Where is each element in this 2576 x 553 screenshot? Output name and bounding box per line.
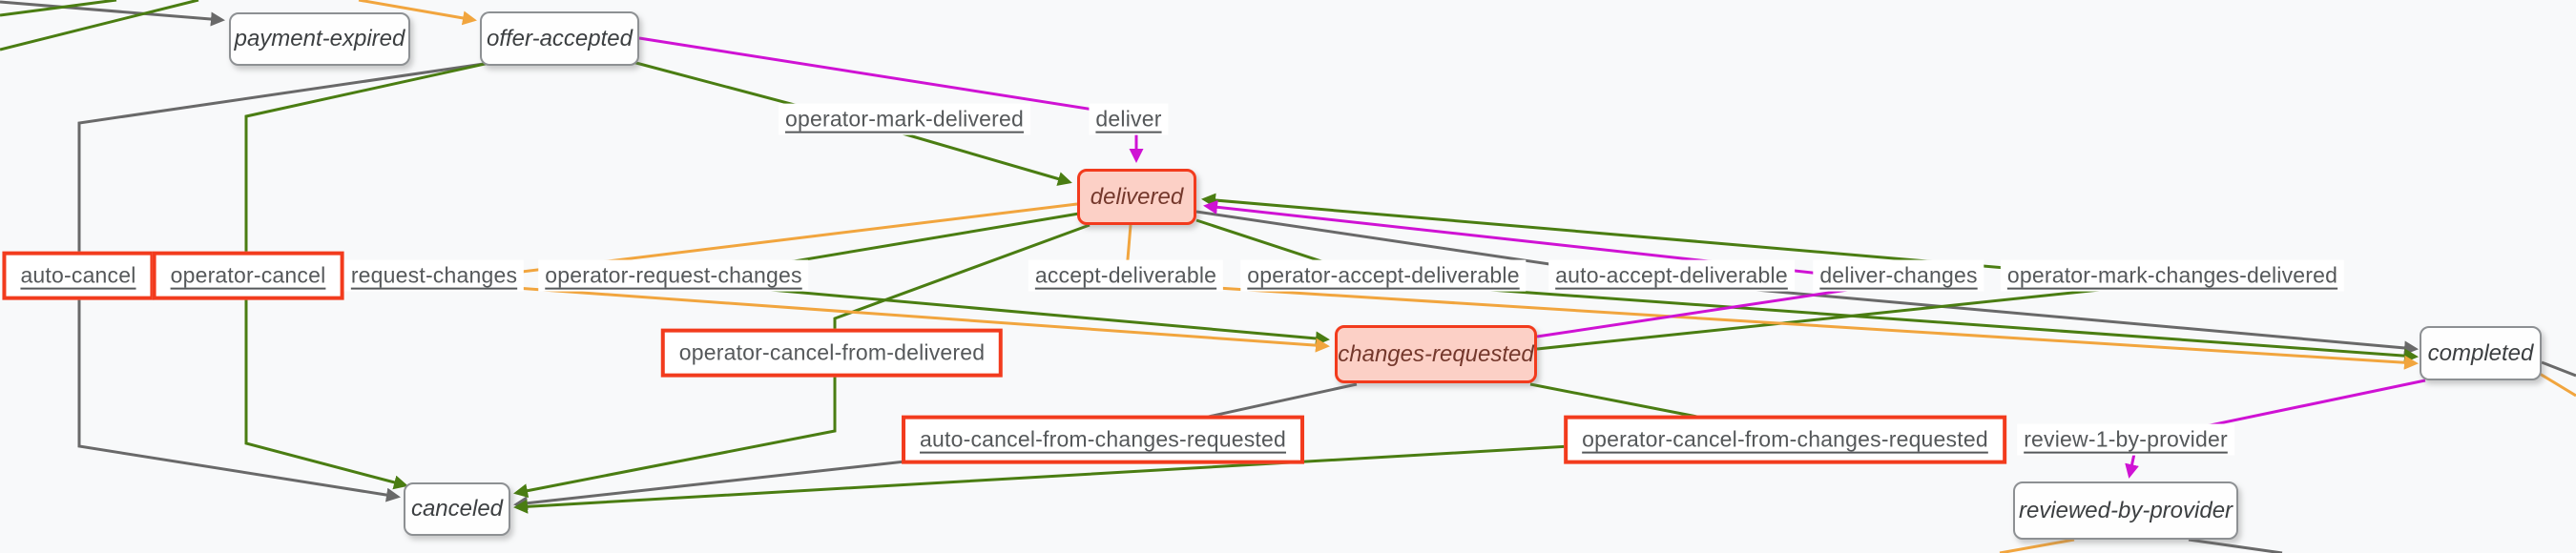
edge-completed-out-orange <box>2539 372 2576 398</box>
edge-reviewed-out-orange <box>1999 538 2075 553</box>
state-node-completed[interactable]: completed <box>2420 326 2542 380</box>
transition-label-auto-accept-deliverable[interactable]: auto-accept-deliverable <box>1548 259 1795 292</box>
transition-label-operator-accept-deliverable[interactable]: operator-accept-deliverable <box>1240 259 1527 292</box>
transition-label-auto-cancel[interactable]: auto-cancel <box>2 251 155 300</box>
transition-label-review-1-by-provider[interactable]: review-1-by-provider <box>2017 423 2234 456</box>
transition-label-operator-request-changes[interactable]: operator-request-changes <box>538 259 809 292</box>
edge-into-offer-accepted <box>358 0 477 26</box>
state-node-offer-accepted[interactable]: offer-accepted <box>480 11 639 66</box>
state-node-reviewed-by-provider[interactable]: reviewed-by-provider <box>2013 481 2238 540</box>
edge-reviewed-out-gray <box>2188 538 2283 553</box>
state-node-canceled[interactable]: canceled <box>404 482 510 536</box>
transition-label-operator-cancel-from-changes-requested[interactable]: operator-cancel-from-changes-requested <box>1564 415 2006 464</box>
transition-label-operator-cancel[interactable]: operator-cancel <box>152 251 344 300</box>
edge-decor-green-top-2 <box>0 0 199 51</box>
transition-label-operator-cancel-from-delivered[interactable]: operator-cancel-from-delivered <box>660 328 1004 378</box>
edge-decor-green-top-1 <box>0 0 117 17</box>
transition-label-operator-mark-changes-delivered[interactable]: operator-mark-changes-delivered <box>2000 259 2345 292</box>
state-node-delivered[interactable]: delivered <box>1077 169 1196 225</box>
edge-completed-out-gray <box>2541 360 2576 378</box>
edge-into-payment-expired <box>0 0 225 27</box>
transition-label-auto-cancel-from-changes-requested[interactable]: auto-cancel-from-changes-requested <box>902 415 1304 464</box>
state-node-changes-requested[interactable]: changes-requested <box>1335 325 1537 383</box>
transition-label-deliver[interactable]: deliver <box>1089 103 1169 135</box>
transition-label-request-changes[interactable]: request-changes <box>343 259 525 292</box>
transition-label-operator-mark-delivered[interactable]: operator-mark-delivered <box>778 103 1031 135</box>
state-node-payment-expired[interactable]: payment-expired <box>229 12 410 66</box>
transition-label-accept-deliverable[interactable]: accept-deliverable <box>1028 259 1224 292</box>
transition-label-deliver-changes[interactable]: deliver-changes <box>1813 259 1984 292</box>
